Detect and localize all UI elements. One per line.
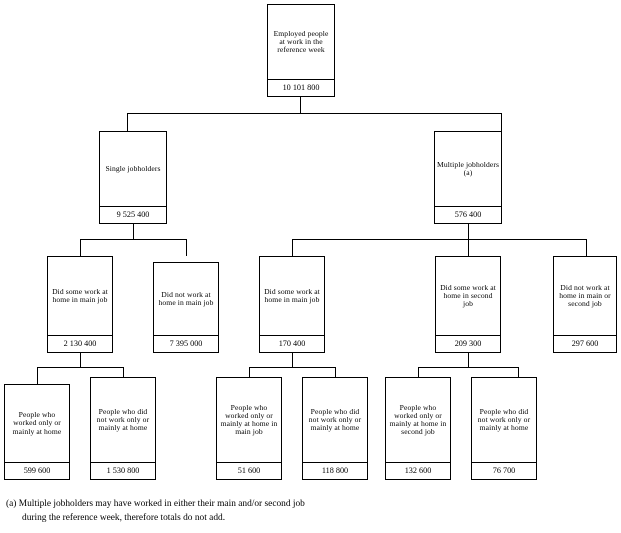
- connector-to-multi-main-worked-only-home: [249, 367, 250, 384]
- connector-multi-main-did-some-work-stem: [292, 353, 293, 368]
- node-value: 7 395 000: [154, 335, 218, 352]
- node-label: Did not work at home in main or second j…: [559, 282, 611, 309]
- node-label: Did not work at home in main job: [158, 289, 214, 307]
- connector-to-single-jobholders: [127, 113, 128, 131]
- node-label: Multiple jobholders (a): [437, 159, 500, 177]
- node-label: Did some work at home in second job: [440, 282, 496, 309]
- node-multi-second-people-did-not-work-only-or-mainly-at-home: People who did not work only or mainly a…: [471, 377, 537, 480]
- node-label: People who did not work only or mainly a…: [308, 406, 362, 433]
- node-value: 132 600: [386, 462, 450, 479]
- connector-to-multi-did-some-work-main: [292, 239, 293, 256]
- connector-to-multi-second-worked-only-home: [418, 367, 419, 384]
- node-value: 51 600: [217, 462, 281, 479]
- node-label: Employed people at work in the reference…: [273, 28, 329, 55]
- connector-to-single-not-worked-only-home: [123, 367, 124, 384]
- node-value: 599 600: [5, 462, 69, 479]
- node-label: People who worked only or mainly at home: [12, 410, 62, 436]
- connector-single-did-some-work-bus: [37, 367, 123, 368]
- node-label: People who worked only or mainly at home…: [220, 402, 278, 437]
- connector-to-multi-main-not-worked-only-home: [335, 367, 336, 384]
- node-multi-did-not-work-home-main-or-second-job: Did not work at home in main or second j…: [553, 256, 617, 353]
- connector-multi-second-did-some-work-bus: [418, 367, 518, 368]
- connector-to-single-did-not-work: [186, 239, 187, 256]
- connector-to-single-worked-only-home: [37, 367, 38, 384]
- node-label: People who did not work only or mainly a…: [477, 406, 531, 433]
- node-multi-did-some-work-home-second-job: Did some work at home in second job 209 …: [435, 256, 501, 353]
- connector-to-multi-did-not-work: [586, 239, 587, 256]
- node-multi-main-people-did-not-work-only-or-mainly-at-home: People who did not work only or mainly a…: [302, 377, 368, 480]
- connector-multiple-jobholders-bus: [292, 239, 586, 240]
- node-value: 170 400: [260, 335, 324, 352]
- node-label: People who did not work only or mainly a…: [96, 406, 150, 433]
- node-single-jobholders: Single jobholders 9 525 400: [99, 131, 167, 224]
- node-single-people-worked-only-or-mainly-at-home: People who worked only or mainly at home…: [4, 384, 70, 480]
- node-multiple-jobholders: Multiple jobholders (a) 576 400: [434, 131, 502, 224]
- node-value: 9 525 400: [100, 206, 166, 223]
- connector-level2-bus: [127, 113, 502, 114]
- node-value: 297 600: [554, 335, 616, 352]
- node-single-people-did-not-work-only-or-mainly-at-home: People who did not work only or mainly a…: [90, 377, 156, 480]
- connector-multi-second-did-some-work-stem: [468, 353, 469, 368]
- node-single-did-some-work-home-main-job: Did some work at home in main job 2 130 …: [47, 256, 113, 353]
- node-value: 118 800: [303, 462, 367, 479]
- connector-single-jobholders-bus: [80, 239, 186, 240]
- node-value: 76 700: [472, 462, 536, 479]
- node-label: Single jobholders: [105, 163, 161, 173]
- node-multi-did-some-work-home-main-job: Did some work at home in main job 170 40…: [259, 256, 325, 353]
- footnote-line-1: (a) Multiple jobholders may have worked …: [6, 499, 305, 509]
- connector-to-multiple-jobholders: [501, 113, 502, 131]
- node-label: Did some work at home in main job: [264, 286, 320, 304]
- node-value: 10 101 800: [268, 79, 334, 96]
- node-employed-people-at-work: Employed people at work in the reference…: [267, 4, 335, 97]
- connector-root-stem: [300, 97, 301, 114]
- node-single-did-not-work-home-main-job: Did not work at home in main job 7 395 0…: [153, 262, 219, 353]
- connector-to-multi-second-not-worked-only-home: [518, 367, 519, 384]
- connector-single-jobholders-stem: [133, 224, 134, 240]
- connector-multiple-jobholders-stem: [468, 224, 469, 240]
- node-multi-main-people-worked-only-or-mainly-at-home: People who worked only or mainly at home…: [216, 377, 282, 480]
- node-value: 576 400: [435, 206, 501, 223]
- node-value: 209 300: [436, 335, 500, 352]
- node-value: 2 130 400: [48, 335, 112, 352]
- node-multi-second-people-worked-only-or-mainly-at-home: People who worked only or mainly at home…: [385, 377, 451, 480]
- connector-multi-main-did-some-work-bus: [249, 367, 335, 368]
- connector-to-single-did-some-work: [80, 239, 81, 256]
- connector-to-multi-did-some-work-second: [468, 239, 469, 256]
- node-label: Did some work at home in main job: [52, 286, 108, 304]
- footnote-line-2: during the reference week, therefore tot…: [22, 512, 226, 523]
- connector-single-did-some-work-stem: [80, 353, 81, 368]
- node-label: People who worked only or mainly at home…: [389, 402, 447, 437]
- footnote: (a) Multiple jobholders may have worked …: [6, 498, 476, 525]
- node-value: 1 530 800: [91, 462, 155, 479]
